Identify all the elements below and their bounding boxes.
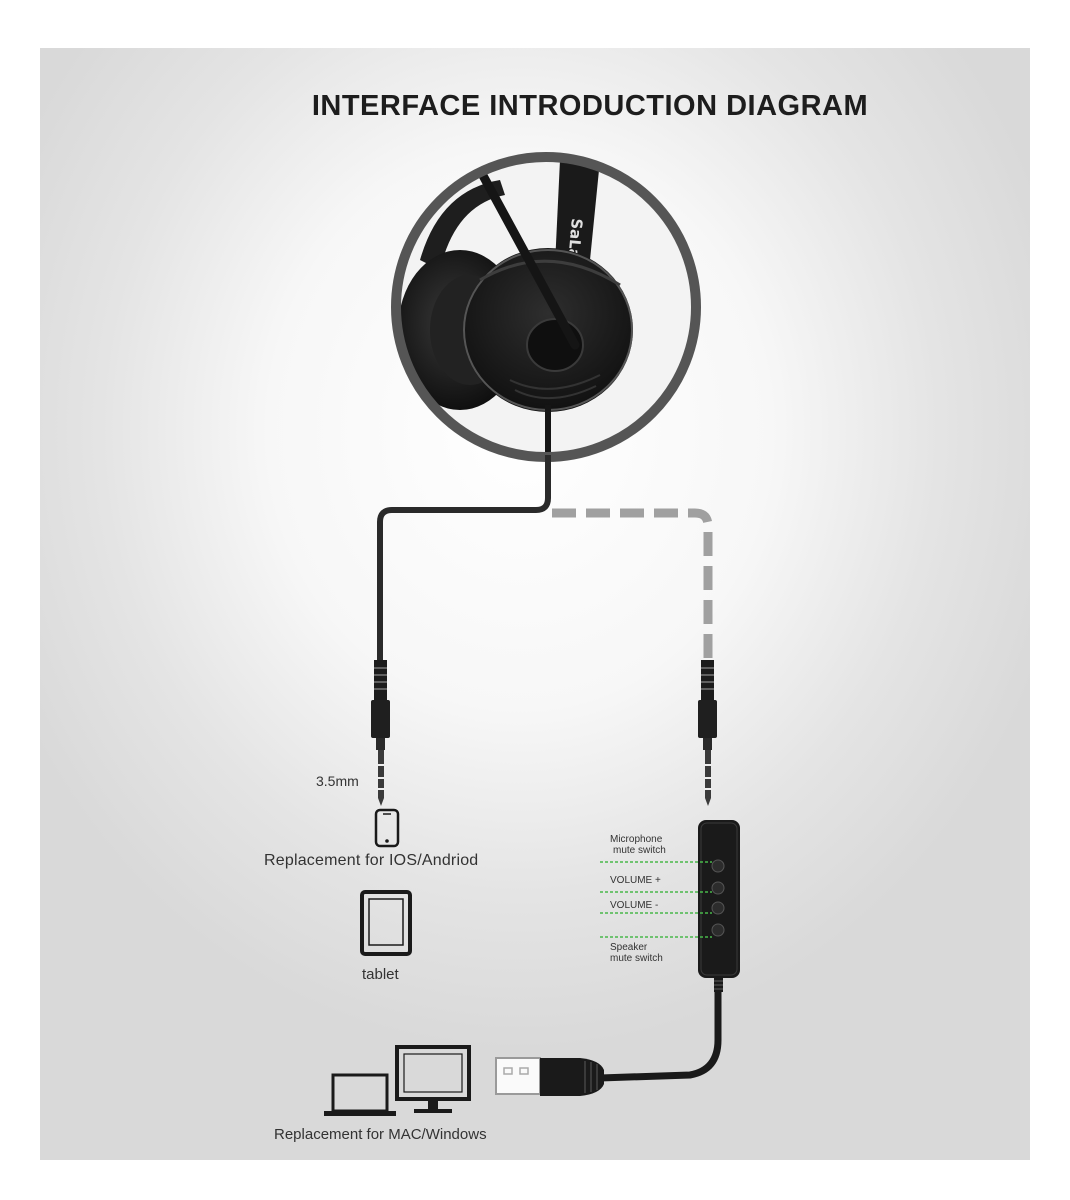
desktop-monitor-icon	[395, 1045, 471, 1113]
mic-mute-label-line1: Microphone	[610, 834, 663, 845]
usb-plug	[495, 1057, 604, 1096]
control-callout-lines	[600, 861, 712, 938]
computer-caption: Replacement for MAC/Windows	[274, 1126, 487, 1143]
frame-right	[1030, 0, 1070, 1200]
frame-left	[0, 0, 40, 1200]
volume-up-label: VOLUME +	[610, 875, 661, 886]
jack-size-label: 3.5mm	[316, 773, 359, 789]
optional-cable	[552, 508, 713, 660]
laptop-icon	[324, 1073, 396, 1116]
frame-top	[0, 0, 1070, 48]
right-audio-jack	[698, 660, 717, 806]
tablet-caption: tablet	[362, 966, 399, 983]
volume-down-label: VOLUME -	[610, 900, 659, 911]
smartphone-icon	[374, 808, 400, 848]
left-audio-jack	[371, 660, 390, 806]
mic-mute-label: Microphone mute switch	[610, 834, 666, 856]
frame-bottom	[0, 1160, 1070, 1200]
speaker-mute-label-line2: mute switch	[610, 953, 663, 964]
speaker-mute-label-line1: Speaker	[610, 942, 648, 953]
inline-controller	[599, 820, 740, 1082]
headset-image: SaLar	[391, 152, 701, 462]
main-cable	[377, 455, 551, 662]
speaker-mute-label: Speaker mute switch	[610, 942, 663, 964]
diagram-title: INTERFACE INTRODUCTION DIAGRAM	[311, 90, 869, 122]
tablet-icon	[360, 890, 412, 956]
phone-caption: Replacement for IOS/Andriod	[264, 852, 479, 869]
mic-mute-label-line2: mute switch	[613, 845, 666, 856]
